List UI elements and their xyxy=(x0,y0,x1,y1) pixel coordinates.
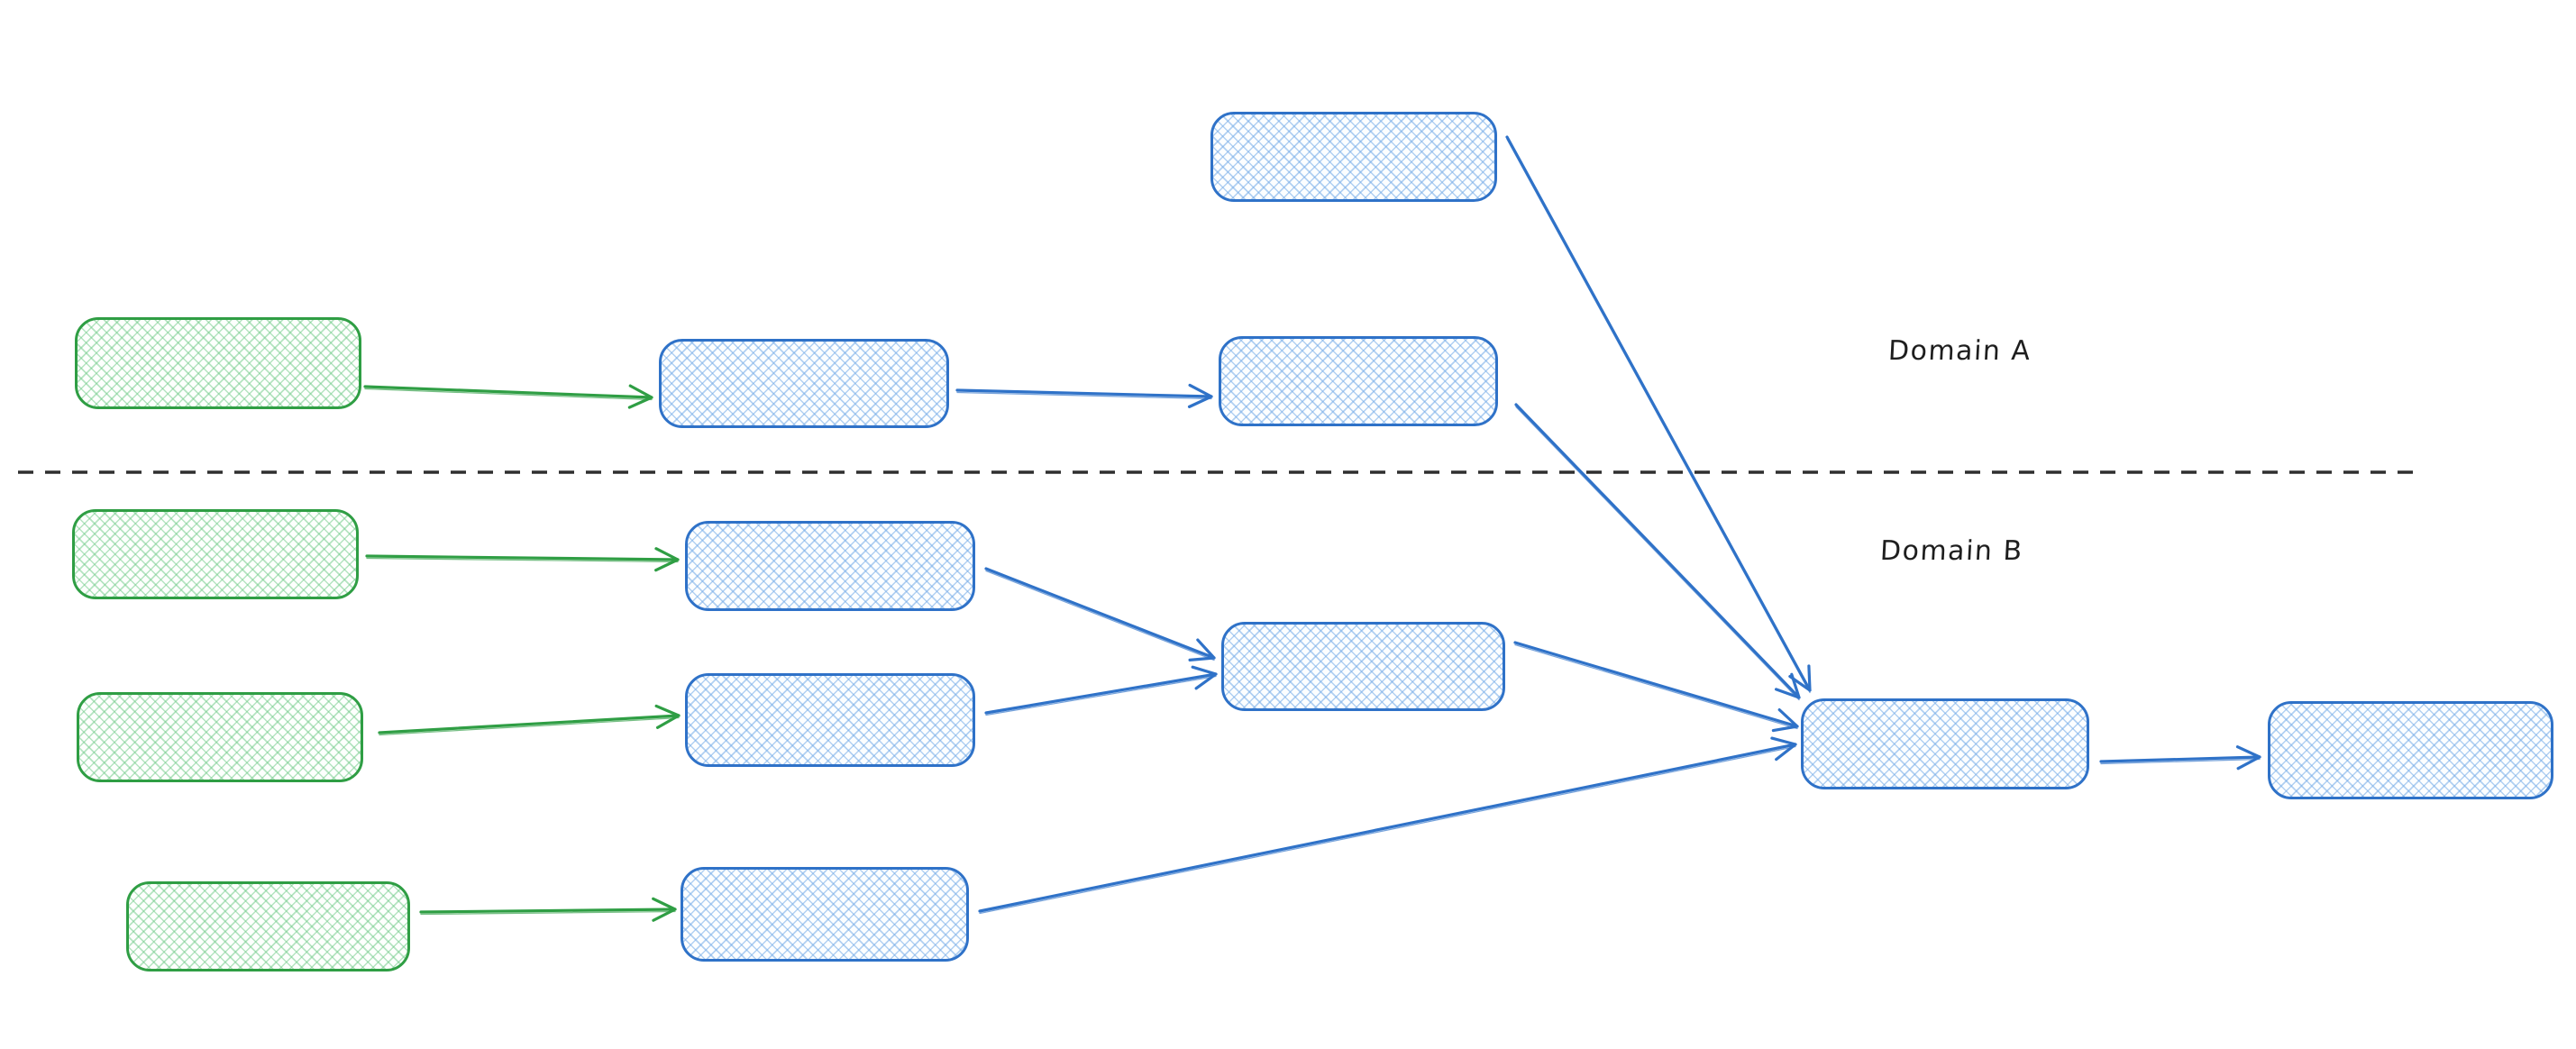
arrow-sink-to-output xyxy=(2099,745,2261,771)
node-source-b2 xyxy=(77,692,363,782)
arrow-a1-to-a2 xyxy=(955,383,1213,408)
node-merge-b xyxy=(1221,622,1505,711)
domain-b-text: Domain B xyxy=(1879,535,2024,567)
arrow-b1-to-merge-b xyxy=(984,567,1216,661)
arrow-b2-to-merge-b xyxy=(984,665,1218,716)
node-source-b1 xyxy=(72,509,359,599)
node-b3 xyxy=(681,867,969,962)
arrow-source-b1-to-b1 xyxy=(365,547,680,572)
arrow-source-b2-to-b2 xyxy=(378,704,681,736)
node-top-a xyxy=(1210,112,1497,202)
arrow-merge-b-to-sink xyxy=(1513,641,1799,733)
node-sink xyxy=(1801,698,2089,789)
domain-b-label: Domain B xyxy=(1879,535,2023,567)
arrow-source-a-to-a1 xyxy=(363,384,653,409)
arrow-source-b3-to-b3 xyxy=(419,897,677,922)
node-source-a xyxy=(75,317,361,409)
arrow-b3-to-sink xyxy=(978,736,1797,915)
node-b1 xyxy=(685,521,975,611)
node-output xyxy=(2268,701,2553,799)
node-a1 xyxy=(659,339,949,428)
node-a2 xyxy=(1219,336,1498,426)
domain-a-text: Domain A xyxy=(1887,335,2032,367)
arrow-top-a-to-sink xyxy=(1505,135,1812,694)
domain-a-label: Domain A xyxy=(1887,335,2032,367)
arrow-a2-to-sink xyxy=(1514,403,1801,701)
node-b2 xyxy=(685,673,975,767)
node-source-b3 xyxy=(126,881,410,971)
